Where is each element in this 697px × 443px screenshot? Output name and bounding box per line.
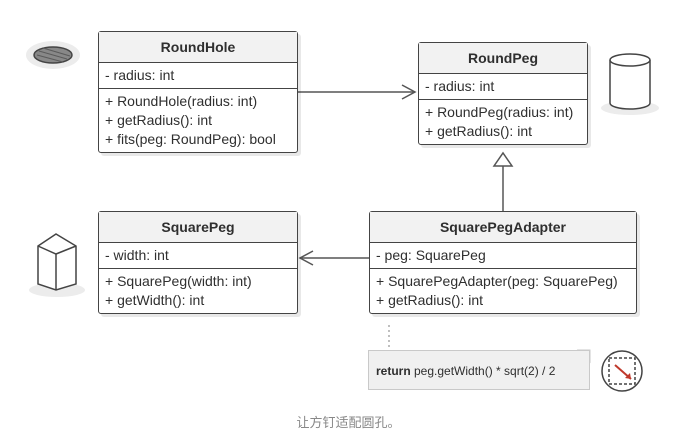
fields-section: - radius: int xyxy=(99,63,297,89)
round-peg-cylinder-icon xyxy=(601,53,659,115)
field: - width: int xyxy=(105,247,169,263)
square-in-circle-icon xyxy=(601,350,643,392)
inheritance-triangle xyxy=(492,151,514,167)
method: + RoundPeg(radius: int) xyxy=(425,104,574,120)
methods-section: + SquarePeg(width: int) + getWidth(): in… xyxy=(99,269,297,313)
methods-section: + SquarePegAdapter(peg: SquarePeg) + get… xyxy=(370,269,636,313)
field: - peg: SquarePeg xyxy=(376,247,486,263)
method: + getRadius(): int xyxy=(105,112,212,128)
square-peg-adapter-class[interactable]: SquarePegAdapter - peg: SquarePeg + Squa… xyxy=(369,211,637,314)
methods-section: + RoundHole(radius: int) + getRadius(): … xyxy=(99,89,297,152)
class-name: SquarePegAdapter xyxy=(370,212,636,243)
methods-section: + RoundPeg(radius: int) + getRadius(): i… xyxy=(419,100,587,144)
fields-section: - radius: int xyxy=(419,74,587,100)
fields-section: - peg: SquarePeg xyxy=(370,243,636,269)
method: + getWidth(): int xyxy=(105,292,205,308)
class-name: SquarePeg xyxy=(99,212,297,243)
figure-caption: 让方钉适配圆孔。 xyxy=(296,415,401,430)
method: + getRadius(): int xyxy=(425,123,532,139)
method: + RoundHole(radius: int) xyxy=(105,93,258,109)
association-arrowhead xyxy=(401,84,417,100)
round-peg-class[interactable]: RoundPeg - radius: int + RoundPeg(radius… xyxy=(418,42,588,145)
method: + SquarePegAdapter(peg: SquarePeg) xyxy=(376,273,618,289)
note-keyword: return xyxy=(376,364,411,378)
square-peg-class[interactable]: SquarePeg - width: int + SquarePeg(width… xyxy=(98,211,298,314)
adapter-association-arrowhead xyxy=(298,250,314,266)
square-peg-cube-icon xyxy=(29,233,85,297)
code-note: return peg.getWidth() * sqrt(2) / 2 xyxy=(368,350,590,390)
method: + getRadius(): int xyxy=(376,292,483,308)
class-name: RoundHole xyxy=(99,32,297,63)
field: - radius: int xyxy=(105,67,175,83)
field: - radius: int xyxy=(425,78,495,94)
note-code: peg.getWidth() * sqrt(2) / 2 xyxy=(410,364,556,378)
fields-section: - width: int xyxy=(99,243,297,269)
method: + SquarePeg(width: int) xyxy=(105,273,252,289)
class-name: RoundPeg xyxy=(419,43,587,74)
round-hole-class[interactable]: RoundHole - radius: int + RoundHole(radi… xyxy=(98,31,298,153)
round-hole-icon xyxy=(26,41,80,69)
method: + fits(peg: RoundPeg): bool xyxy=(105,131,276,147)
